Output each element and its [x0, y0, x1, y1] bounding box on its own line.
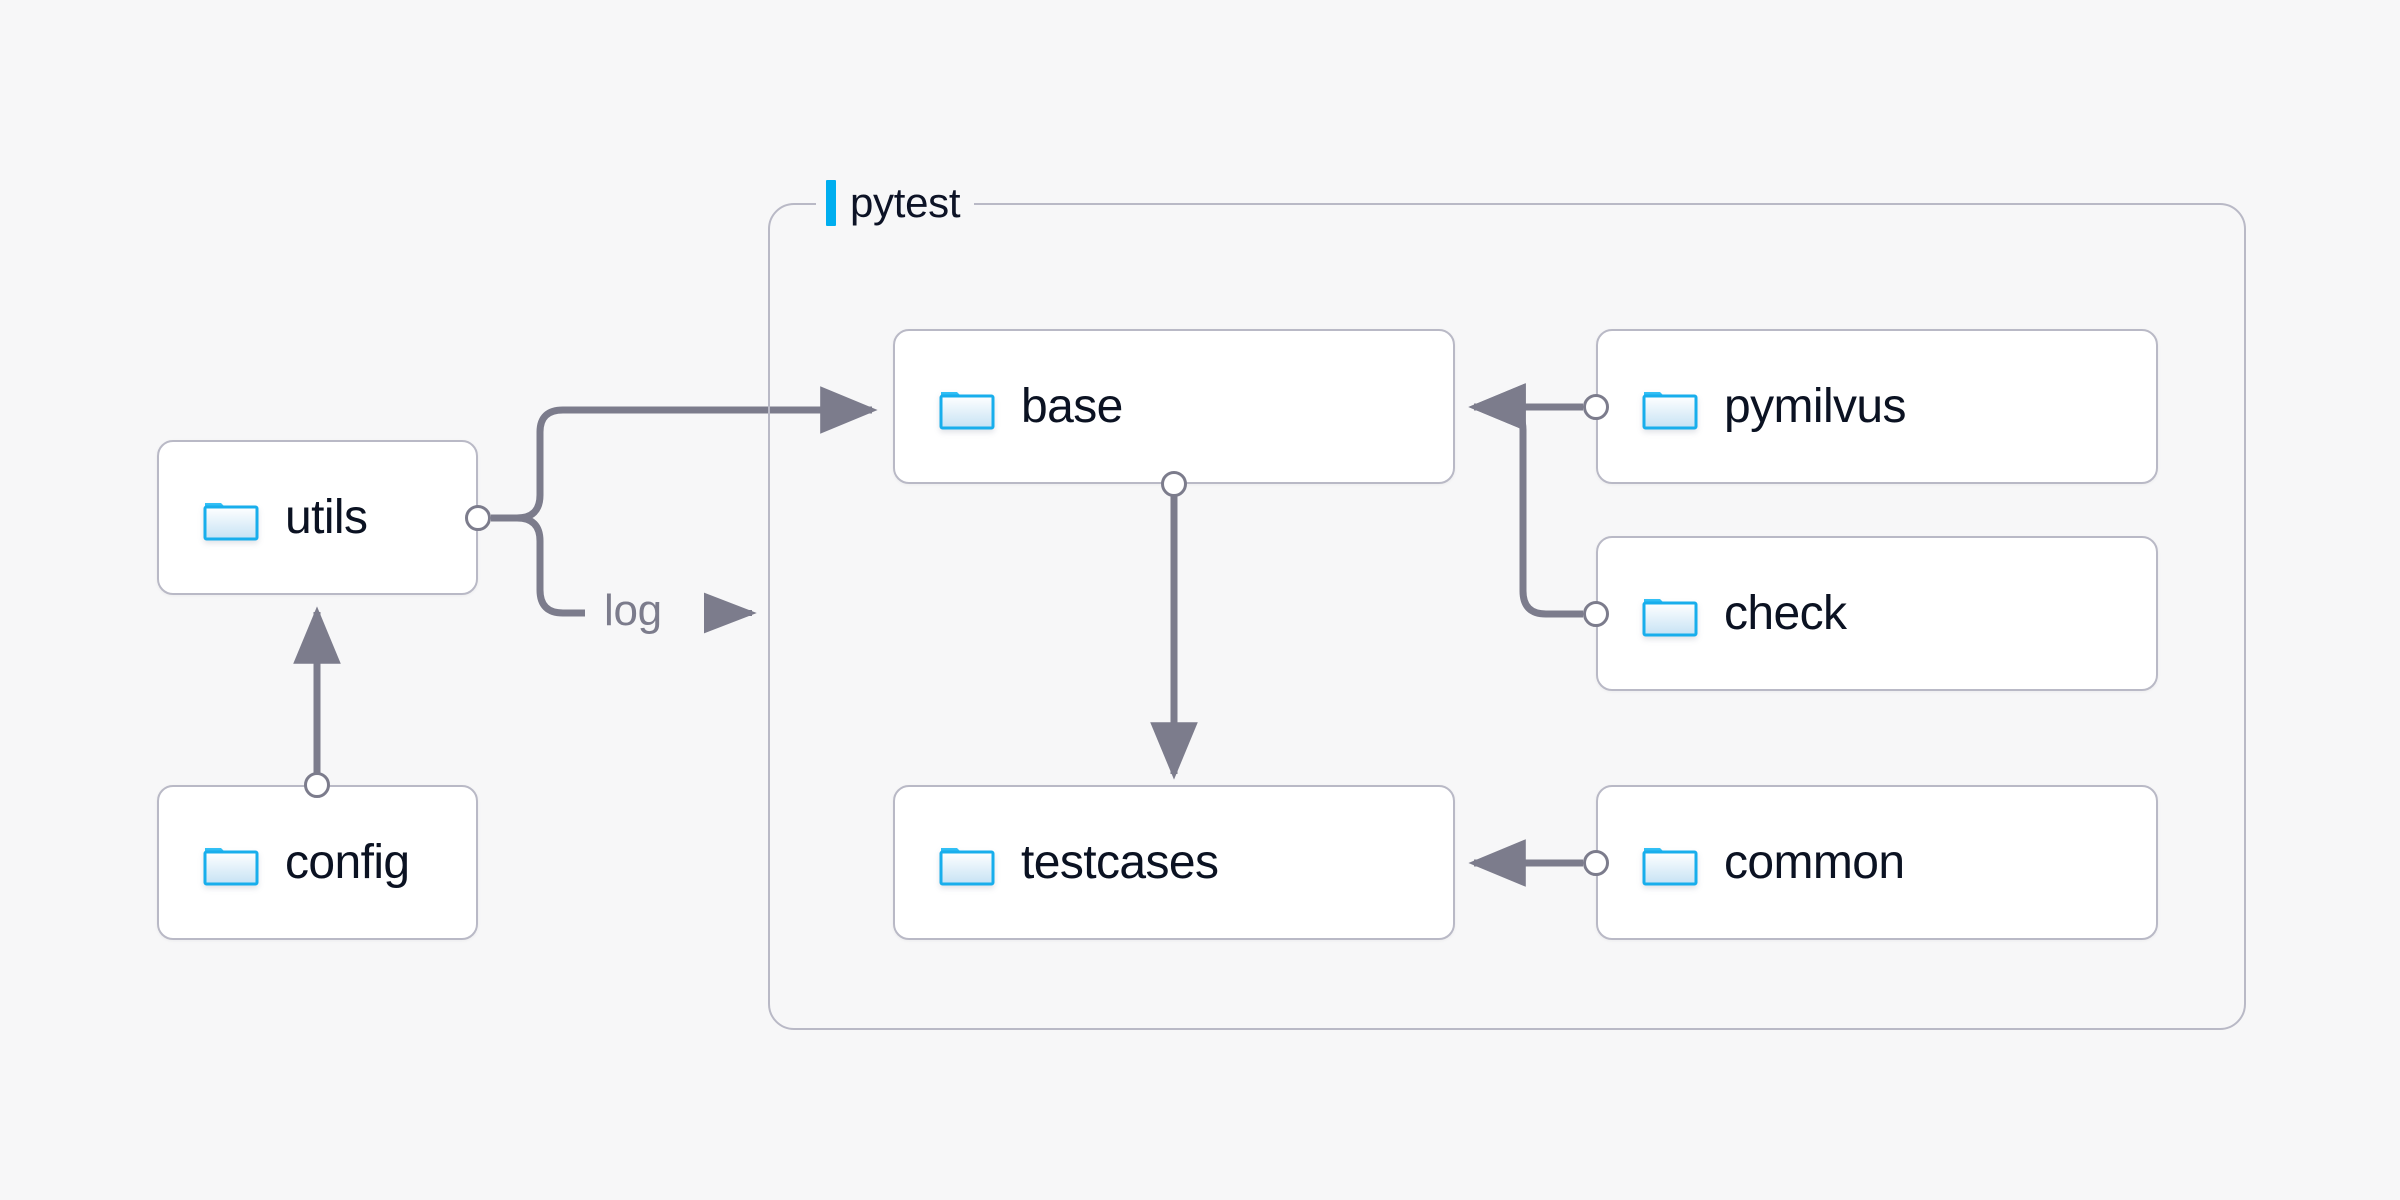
group-label-text: pytest: [850, 179, 961, 226]
port-pymilvus-left[interactable]: [1583, 394, 1609, 420]
node-pymilvus-content: pymilvus: [1598, 379, 1907, 433]
node-pymilvus-label: pymilvus: [1724, 379, 1907, 433]
folder-icon: [203, 495, 259, 541]
edge-utils-log: [516, 514, 585, 617]
node-utils-content: utils: [159, 490, 368, 544]
node-pymilvus[interactable]: pymilvus: [1596, 329, 2158, 484]
node-check-content: check: [1598, 586, 1847, 640]
node-common-label: common: [1724, 835, 1905, 889]
folder-icon: [203, 840, 259, 886]
port-base-bottom[interactable]: [1161, 471, 1187, 497]
folder-icon: [1642, 591, 1698, 637]
node-common[interactable]: common: [1596, 785, 2158, 940]
folder-icon: [1642, 384, 1698, 430]
folder-icon: [939, 840, 995, 886]
port-utils-right[interactable]: [465, 505, 491, 531]
group-container-pytest[interactable]: [768, 203, 2246, 1030]
node-config-content: config: [159, 835, 410, 889]
node-utils-label: utils: [285, 490, 368, 544]
node-config[interactable]: config: [157, 785, 478, 940]
node-testcases[interactable]: testcases: [893, 785, 1455, 940]
node-testcases-content: testcases: [895, 835, 1219, 889]
node-base[interactable]: base: [893, 329, 1455, 484]
group-label-pytest: pytest: [816, 176, 975, 230]
port-common-left[interactable]: [1583, 850, 1609, 876]
node-base-label: base: [1021, 379, 1123, 433]
accent-bar-icon: [826, 180, 836, 226]
node-testcases-label: testcases: [1021, 835, 1219, 889]
edge-label-log: log: [604, 586, 662, 635]
node-check-label: check: [1724, 586, 1847, 640]
node-common-content: common: [1598, 835, 1905, 889]
port-check-left[interactable]: [1583, 601, 1609, 627]
node-check[interactable]: check: [1596, 536, 2158, 691]
folder-icon: [939, 384, 995, 430]
node-utils[interactable]: utils: [157, 440, 478, 595]
folder-icon: [1642, 840, 1698, 886]
node-base-content: base: [895, 379, 1123, 433]
node-config-label: config: [285, 835, 410, 889]
port-config-top[interactable]: [304, 772, 330, 798]
